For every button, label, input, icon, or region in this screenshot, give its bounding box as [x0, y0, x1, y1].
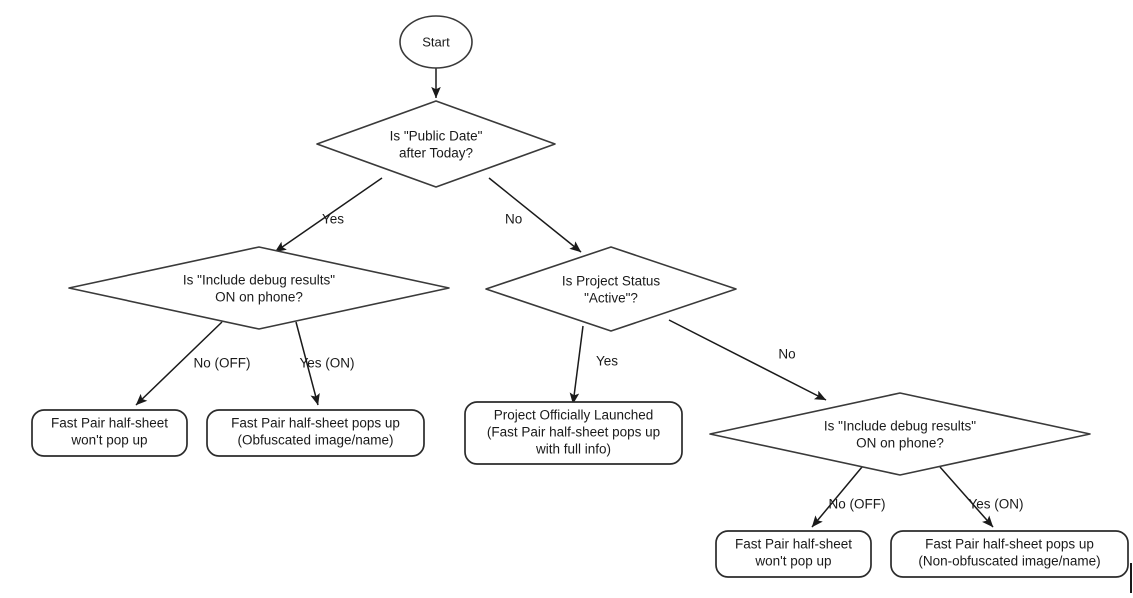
- result-right-on-line1: Fast Pair half-sheet pops up: [925, 537, 1094, 552]
- decision-debug-left-shape: [68, 246, 450, 330]
- edge-label-debug-right-no: No (OFF): [829, 497, 886, 512]
- edge-project-status-yes: [569, 325, 584, 405]
- decision-debug-left-line1: Is "Include debug results": [183, 273, 335, 288]
- start-label: Start: [422, 34, 450, 49]
- node-result-launched[interactable]: Project Officially Launched (Fast Pair h…: [464, 401, 683, 465]
- node-result-left-off[interactable]: Fast Pair half-sheet won't pop up: [31, 409, 188, 457]
- result-left-on-shape: [206, 409, 425, 457]
- edge-label-project-status-yes: Yes: [596, 354, 618, 369]
- edge-label-debug-left-yes: Yes (ON): [299, 356, 354, 371]
- node-start[interactable]: Start: [399, 15, 473, 69]
- node-decision-project-status[interactable]: Is Project Status "Active"?: [485, 246, 737, 332]
- node-result-right-off[interactable]: Fast Pair half-sheet won't pop up: [715, 530, 872, 578]
- start-ellipse-shape: [399, 15, 473, 69]
- edge-label-public-date-yes: Yes: [322, 212, 344, 227]
- result-right-off-line2: won't pop up: [754, 554, 831, 569]
- node-result-right-on[interactable]: Fast Pair half-sheet pops up (Non-obfusc…: [890, 530, 1129, 578]
- result-right-off-line1: Fast Pair half-sheet: [735, 537, 852, 552]
- decision-public-date-shape: [316, 100, 556, 188]
- edge-project-status-no: [668, 319, 827, 401]
- decision-project-status-shape: [485, 246, 737, 332]
- result-launched-line1: Project Officially Launched: [494, 408, 654, 423]
- decision-debug-right-line2: ON on phone?: [856, 436, 944, 451]
- decision-debug-right-line1: Is "Include debug results": [824, 419, 976, 434]
- edge-debug-left-no: [135, 321, 223, 406]
- node-decision-debug-right[interactable]: Is "Include debug results" ON on phone?: [709, 392, 1091, 476]
- edge-label-project-status-no: No: [778, 347, 795, 362]
- result-right-on-shape: [890, 530, 1129, 578]
- result-right-off-shape: [715, 530, 872, 578]
- node-decision-public-date[interactable]: Is "Public Date" after Today?: [316, 100, 556, 188]
- edge-debug-right-no: [811, 466, 863, 528]
- edge-public-date-no: [488, 177, 582, 253]
- edge-label-public-date-no: No: [505, 212, 522, 227]
- decision-debug-right-shape: [709, 392, 1091, 476]
- result-left-off-line2: won't pop up: [70, 433, 147, 448]
- node-decision-debug-left[interactable]: Is "Include debug results" ON on phone?: [68, 246, 450, 330]
- edge-label-debug-right-yes: Yes (ON): [968, 497, 1023, 512]
- decision-public-date-line1: Is "Public Date": [390, 129, 483, 144]
- edge-debug-left-yes: [295, 321, 320, 406]
- result-left-on-line1: Fast Pair half-sheet pops up: [231, 416, 400, 431]
- result-launched-shape: [464, 401, 683, 465]
- node-result-left-on[interactable]: Fast Pair half-sheet pops up (Obfuscated…: [206, 409, 425, 457]
- edge-public-date-yes: [274, 177, 383, 253]
- result-left-off-shape: [31, 409, 188, 457]
- edge-label-debug-left-no: No (OFF): [194, 356, 251, 371]
- page-edge-tick: [1130, 563, 1132, 593]
- result-launched-line3: with full info): [535, 442, 611, 457]
- result-right-on-line2: (Non-obfuscated image/name): [918, 554, 1100, 569]
- decision-public-date-line2: after Today?: [399, 146, 473, 161]
- decision-project-status-line1: Is Project Status: [562, 274, 661, 289]
- result-left-on-line2: (Obfuscated image/name): [237, 433, 393, 448]
- decision-debug-left-line2: ON on phone?: [215, 290, 303, 305]
- result-left-off-line1: Fast Pair half-sheet: [51, 416, 168, 431]
- edge-debug-right-yes: [939, 466, 994, 528]
- decision-project-status-line2: "Active"?: [584, 291, 638, 306]
- result-launched-line2: (Fast Pair half-sheet pops up: [487, 425, 660, 440]
